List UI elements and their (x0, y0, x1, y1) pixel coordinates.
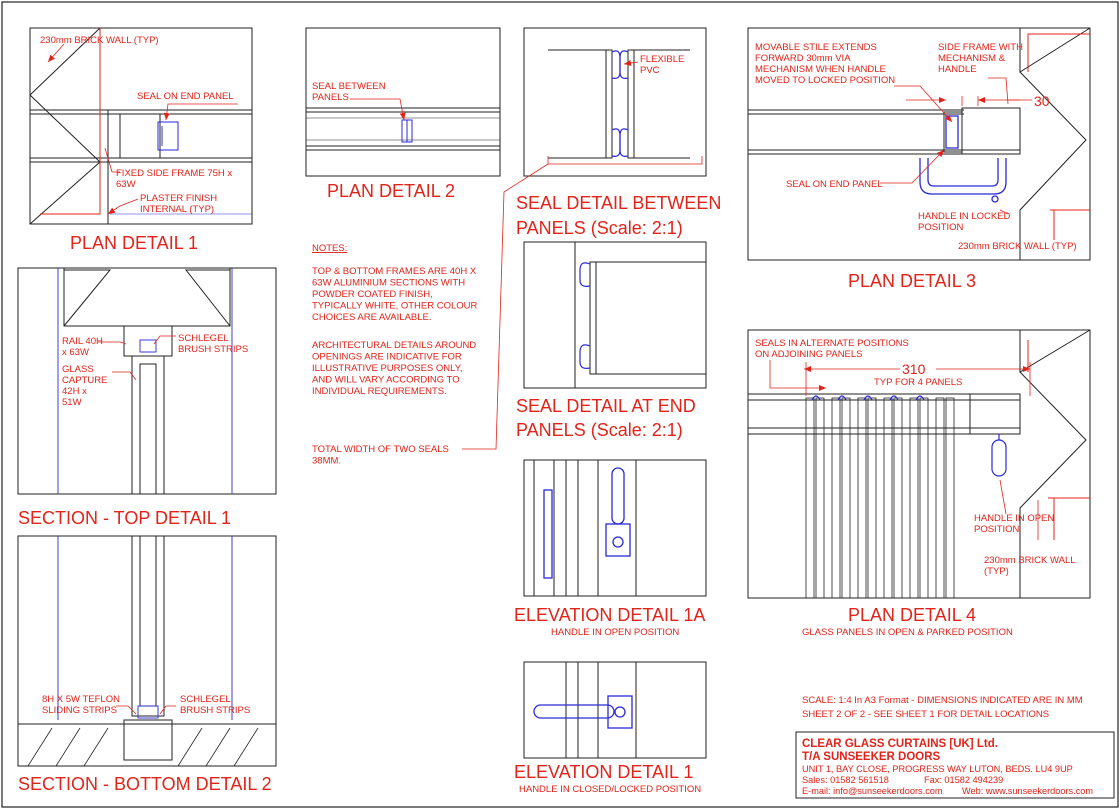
section-top-leaders (98, 335, 176, 381)
plan2-leader (350, 98, 406, 121)
section-top-detail (17, 267, 277, 495)
email-address: E-mail: info@sunseekerdoors.com (802, 786, 943, 796)
elevation-1-title: ELEVATION DETAIL 1 (514, 762, 693, 782)
website: Web: www.sunseekerdoors.com (962, 786, 1093, 796)
plan4-seals (811, 395, 1007, 477)
plan4-typ-label: TYP FOR 4 PANELS (874, 377, 962, 388)
plan3-title: PLAN DETAIL 3 (848, 271, 976, 291)
elevation-1a-detail (523, 459, 707, 597)
plan4-title: PLAN DETAIL 4 (848, 605, 976, 625)
plan-detail-1-leaders (47, 43, 238, 215)
notes-seal-leader (462, 163, 549, 450)
plan4-wall-label: 230mm BRICK WALL(TYP) (984, 555, 1076, 577)
elevation-1-handle (533, 695, 633, 729)
plan4-subtitle: GLASS PANELS IN OPEN & PARKED POSITION (802, 627, 1013, 638)
section-top-blue (57, 268, 233, 494)
plan3-red-lines (1027, 33, 1090, 240)
elevation-1a-subtitle: HANDLE IN OPEN POSITION (551, 627, 679, 638)
section-bottom-blue (57, 536, 233, 720)
seal-end-detail (523, 241, 707, 389)
plan2-title: PLAN DETAIL 2 (327, 181, 455, 201)
plan4-panels (805, 397, 955, 599)
plan3-dimension (906, 96, 1032, 106)
elevation-1-subtitle: HANDLE IN CLOSED/LOCKED POSITION (519, 784, 701, 795)
plan4-dimension (769, 360, 1039, 540)
plan-detail-2 (305, 27, 501, 177)
plan3-leaders (880, 77, 1009, 215)
sales-phone: Sales: 01582 561518 (802, 775, 889, 785)
title-block: CLEAR GLASS CURTAINS [UK] Ltd. T/A SUNSE… (795, 731, 1115, 799)
plan4-red-lines (1027, 340, 1090, 540)
plan1-title: PLAN DETAIL 1 (70, 233, 198, 253)
elevation-1a-handle (543, 467, 631, 579)
plan1-wall-label: 230mm BRICK WALL (TYP) (40, 35, 159, 46)
plan1-seal-label: SEAL ON END PANEL (137, 91, 234, 102)
plan-detail-3 (747, 27, 1091, 261)
fax-number: Fax: 01582 494239 (924, 775, 1003, 785)
plan4-dim-label: 310 (902, 361, 926, 377)
plan3-seal-label: SEAL ON END PANEL (786, 179, 883, 190)
company-name: CLEAR GLASS CURTAINS [UK] Ltd. (802, 738, 998, 750)
seal-between-detail (523, 27, 707, 177)
notes-heading: NOTES: (312, 243, 347, 254)
scale-note: SCALE: 1:4 In A3 Format - DIMENSIONS IND… (802, 695, 1083, 706)
company-address: UNIT 1, BAY CLOSE, PROGRESS WAY LUTON, B… (802, 764, 1073, 774)
section-bottom-leaders (116, 705, 176, 715)
plan3-wall-label: 230mm BRICK WALL (TYP) (958, 241, 1077, 252)
section-bottom-title: SECTION - BOTTOM DETAIL 2 (18, 774, 272, 794)
elevation-1-detail (523, 661, 707, 759)
seal-end-pvc (579, 262, 591, 369)
sheet-note: SHEET 2 OF 2 - SEE SHEET 1 FOR DETAIL LO… (802, 709, 1049, 720)
section-top-title: SECTION - TOP DETAIL 1 (18, 508, 231, 528)
trading-name: T/A SUNSEEKER DOORS (802, 751, 941, 763)
seal-between-pvc (611, 50, 629, 157)
section-bottom-detail (17, 535, 277, 767)
plan-detail-1 (29, 27, 253, 225)
seal-between-leaders (547, 60, 703, 165)
section-bottom-hatch (27, 727, 259, 767)
elevation-1a-title: ELEVATION DETAIL 1A (514, 605, 705, 625)
plan3-handle (919, 115, 1007, 203)
plan3-dim-label: 30 (1034, 93, 1050, 109)
